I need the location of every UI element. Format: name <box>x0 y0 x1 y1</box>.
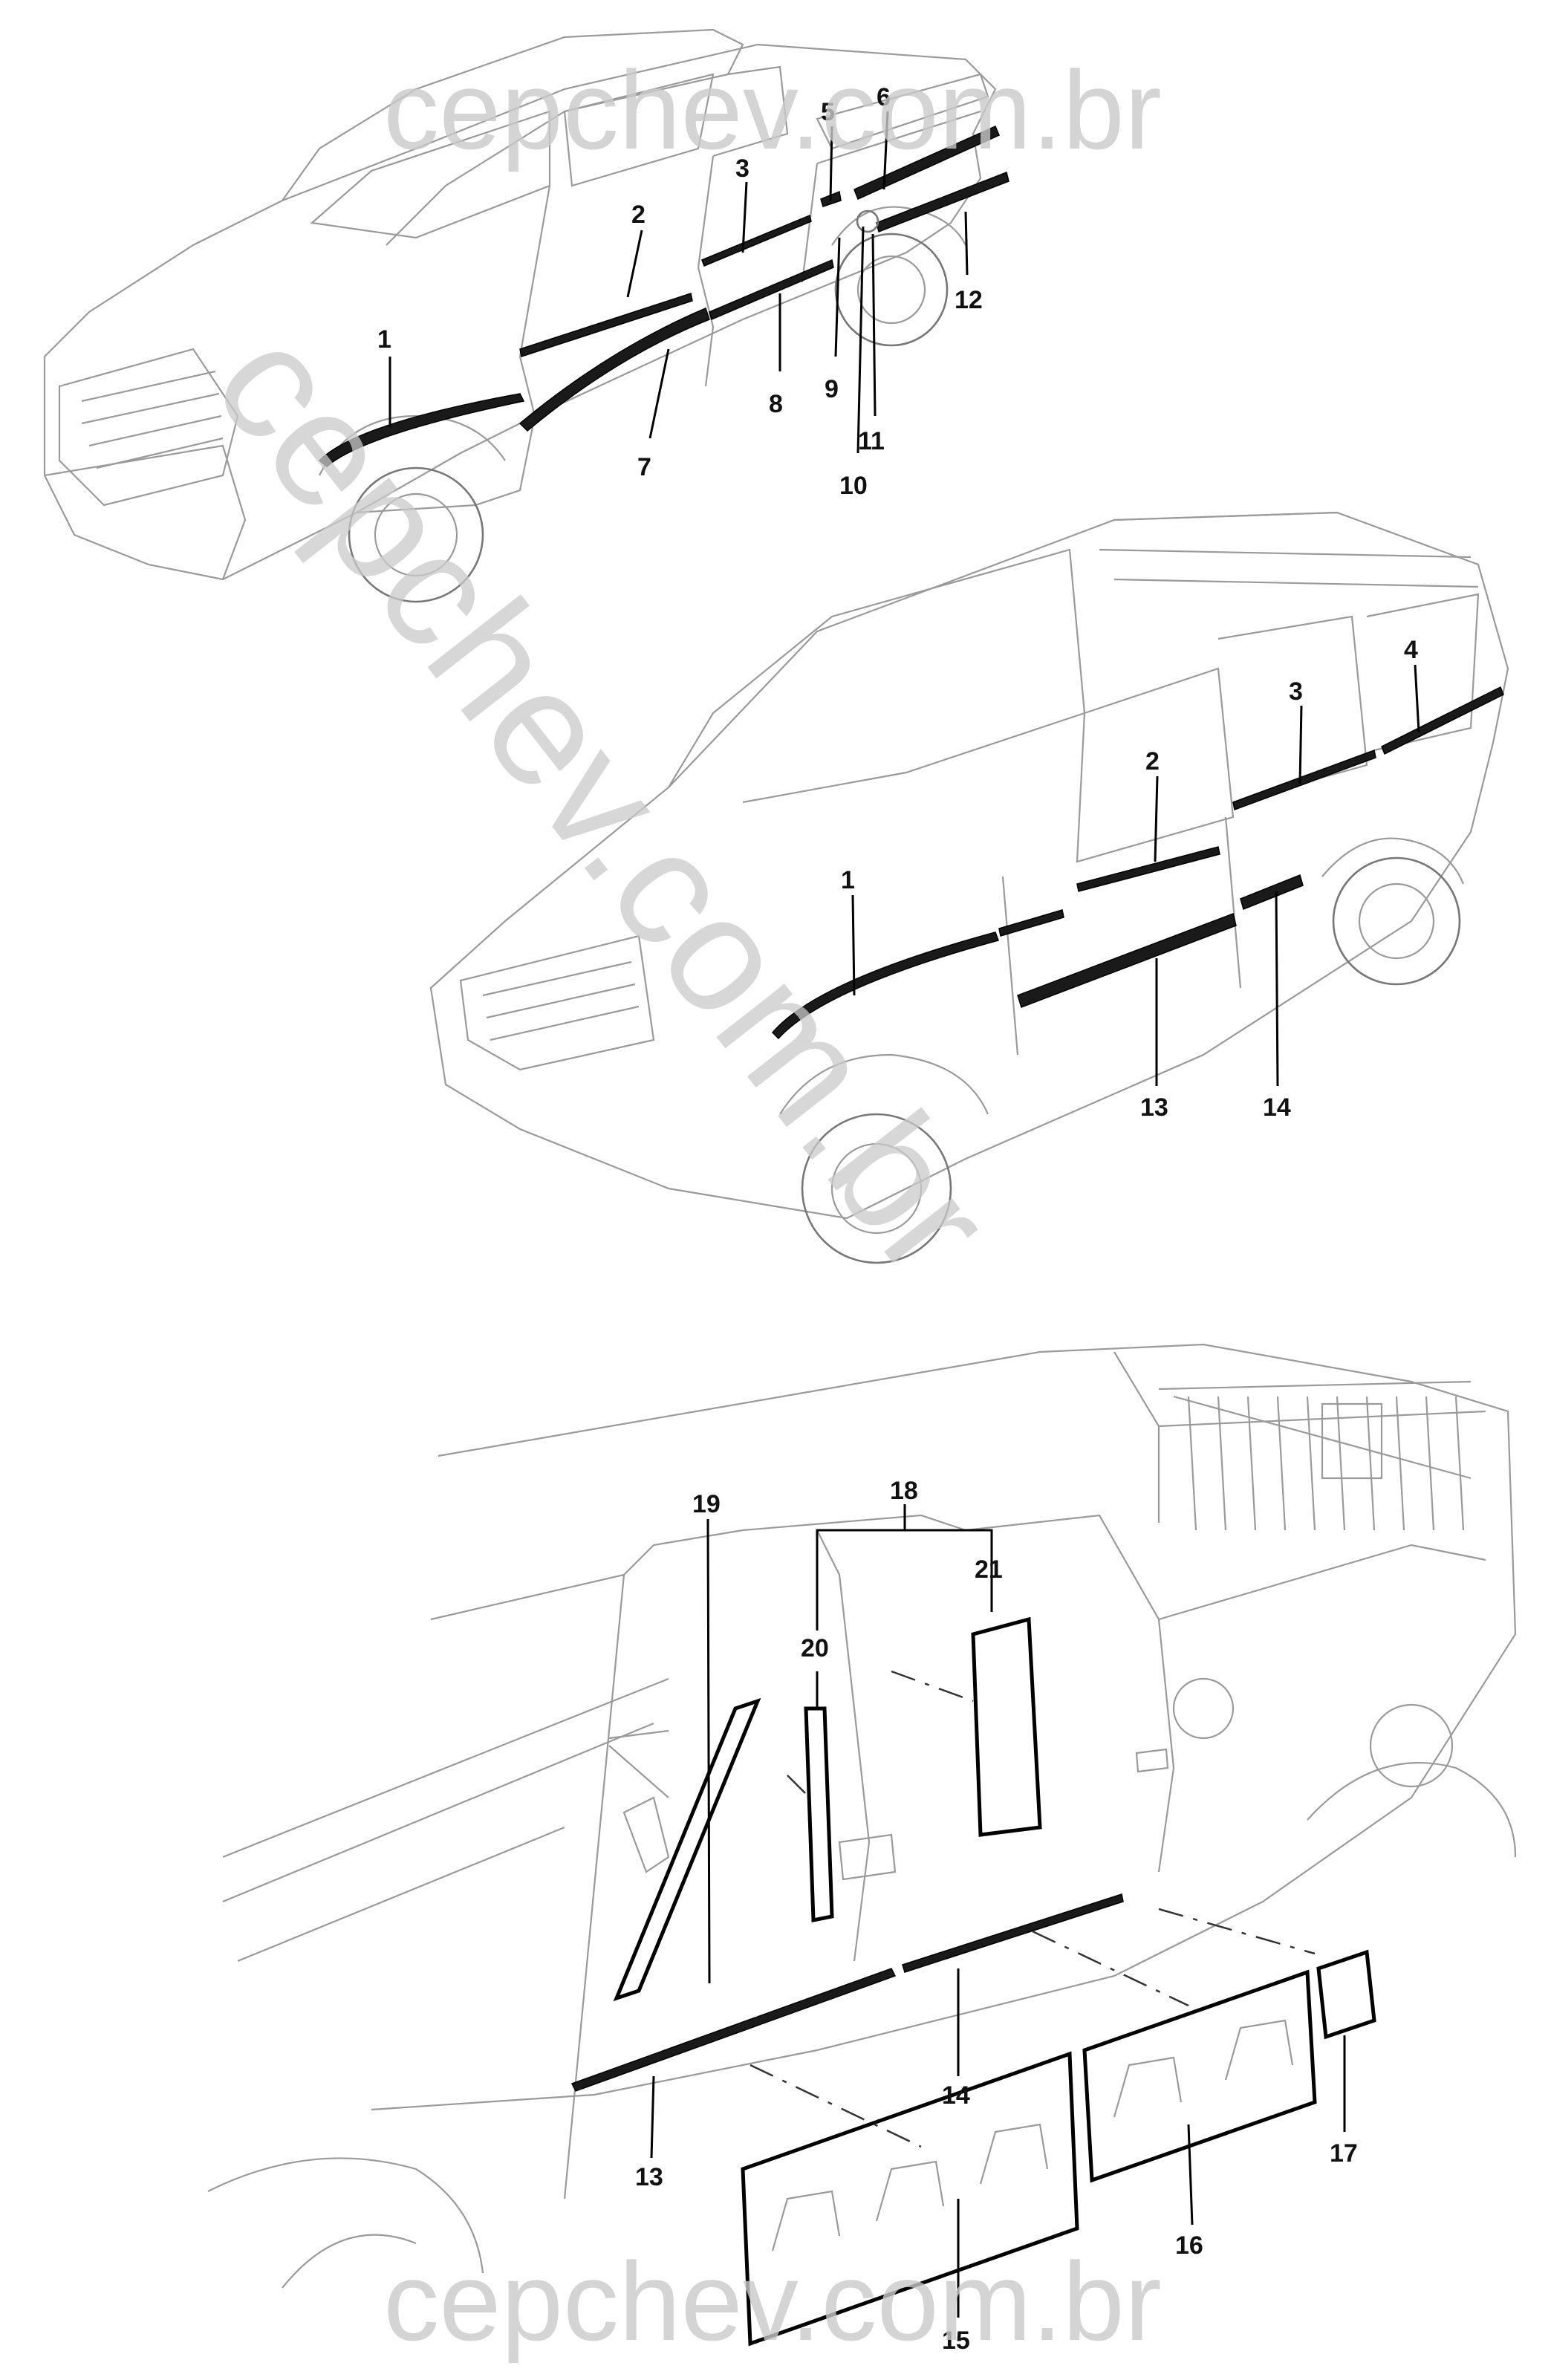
rocker-panel-16 <box>1082 1969 1317 2183</box>
callout-6: 6 <box>877 83 891 111</box>
pickup-truck-view: 1 2 3 5 6 7 8 9 10 11 12 <box>43 28 1009 603</box>
detail-parts <box>570 1616 1376 2347</box>
pickup-body-outline <box>43 28 997 603</box>
callout-1: 1 <box>841 866 855 894</box>
detail-dash-lines <box>750 1670 1316 2148</box>
rocker-panel-17 <box>1316 1949 1376 2040</box>
detail-body-outline <box>207 1343 1517 2289</box>
suv-body-outline <box>429 511 1509 1264</box>
callout-10: 10 <box>839 472 868 500</box>
callout-4: 4 <box>1404 636 1418 664</box>
callout-18: 18 <box>890 1477 918 1505</box>
callout-2: 2 <box>631 201 646 229</box>
watermark-bottom: cepchev.com.br <box>383 2239 1162 2364</box>
callout-17: 17 <box>1330 2139 1358 2168</box>
pickup-leader-lines <box>388 111 969 454</box>
callout-9: 9 <box>825 375 839 403</box>
callout-2: 2 <box>1145 747 1160 776</box>
callout-13: 13 <box>635 2163 663 2191</box>
callout-1: 1 <box>377 325 391 354</box>
callout-5: 5 <box>821 98 835 126</box>
detail-view: 19 18 21 20 14 17 13 16 15 <box>207 1343 1517 2355</box>
callout-13: 13 <box>1140 1093 1168 1122</box>
pickup-trim-strips <box>318 126 1009 467</box>
suv-trim-strips <box>771 686 1504 1040</box>
suv-view: 1 2 3 4 13 14 <box>429 511 1509 1264</box>
callout-15: 15 <box>942 2327 970 2355</box>
suv-callout-labels: 1 2 3 4 13 14 <box>841 636 1418 1122</box>
suv-leader-lines <box>851 664 1420 1087</box>
detail-callout-labels: 19 18 21 20 14 17 13 16 15 <box>635 1477 1358 2355</box>
callout-3: 3 <box>735 155 750 183</box>
callout-21: 21 <box>975 1555 1003 1584</box>
callout-14: 14 <box>942 2081 970 2110</box>
callout-3: 3 <box>1289 677 1303 706</box>
callout-16: 16 <box>1175 2231 1203 2260</box>
callout-14: 14 <box>1263 1093 1291 1122</box>
rocker-panel-15 <box>741 2051 1079 2347</box>
detail-leader-lines <box>650 1504 1346 2318</box>
callout-11: 11 <box>858 427 885 455</box>
callout-19: 19 <box>692 1490 721 1518</box>
callout-20: 20 <box>801 1634 829 1662</box>
watermark-diagonal: cepchev.com.br <box>181 295 1027 1307</box>
callout-7: 7 <box>637 453 651 481</box>
watermark-top: cepchev.com.br <box>383 48 1162 172</box>
callout-8: 8 <box>769 390 783 418</box>
pickup-callout-labels: 1 2 3 5 6 7 8 9 10 11 12 <box>377 83 983 500</box>
callout-12: 12 <box>955 286 983 314</box>
